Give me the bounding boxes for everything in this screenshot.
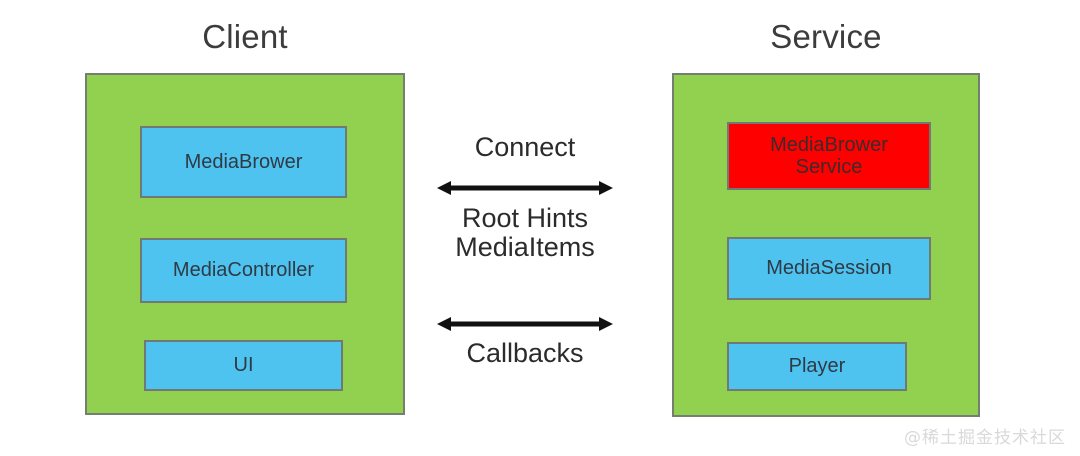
client-box-mediabrowser: MediaBrower	[140, 126, 347, 198]
service-box-mediabrowser-service: MediaBrower Service	[727, 122, 931, 190]
service-panel: MediaBrower Service MediaSession Player	[672, 73, 980, 417]
service-box-player: Player	[727, 342, 907, 391]
service-column-title: Service	[770, 18, 882, 55]
double-arrow-icon	[437, 179, 613, 197]
callbacks-label: Callbacks	[466, 338, 584, 368]
client-column-title: Client	[202, 18, 288, 55]
client-box-ui: UI	[144, 340, 343, 391]
root-hints-label: Root Hints	[461, 203, 589, 233]
connect-label: Connect	[474, 132, 576, 162]
service-box-mediasession: MediaSession	[727, 237, 931, 300]
client-panel: MediaBrower MediaController UI	[85, 73, 405, 415]
client-box-mediacontroller: MediaController	[140, 238, 347, 303]
double-arrow-icon	[437, 315, 613, 333]
watermark: @稀土掘金技术社区	[904, 428, 1066, 448]
media-items-label: MediaItems	[455, 232, 595, 262]
